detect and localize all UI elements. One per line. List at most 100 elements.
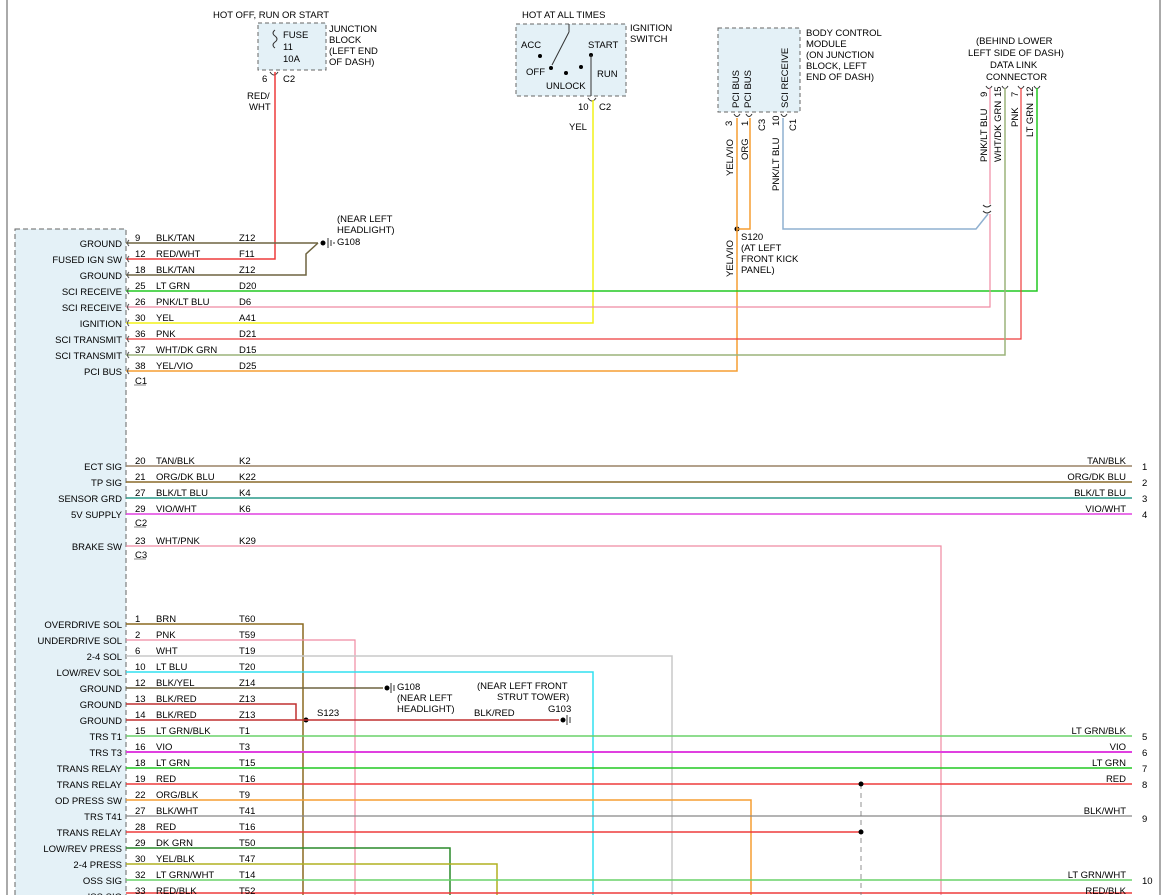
right-pin-number: 10 (1142, 876, 1153, 887)
ignition-pos-acc: ACC (521, 40, 541, 51)
pin-number: 22 (135, 790, 146, 801)
pin-label: TRS T41 (84, 812, 122, 823)
junction-block: HOT OFF, RUN OR START FUSE 11 10A JUNCTI… (213, 10, 378, 113)
g108-bot-note-1: (NEAR LEFT (397, 693, 453, 704)
circuit-code: T50 (239, 838, 255, 849)
wire-color-code: BLK/RED (156, 694, 197, 705)
right-wire-color: ORG/DK BLU (1067, 472, 1126, 483)
circuit-code: K6 (239, 504, 251, 515)
right-pin-number: 3 (1142, 494, 1147, 505)
junction-block-title-3: (LEFT END (329, 46, 378, 57)
bcm-wire-org: ORG (740, 138, 751, 160)
circuit-code: Z14 (239, 678, 255, 689)
pin-number: 15 (135, 726, 146, 737)
ground-g108-bottom: G108 (NEAR LEFT HEADLIGHT) (384, 682, 455, 715)
connector-c2-label: C2 (135, 518, 147, 529)
wire-color-code: LT BLU (156, 662, 187, 673)
dlc-inline-connector-icon (982, 204, 992, 214)
circuit-code: D20 (239, 281, 256, 292)
right-wire-color: RED/BLK (1085, 886, 1126, 895)
pin-label: IGNITION (80, 319, 122, 330)
pin-cup-icon (127, 255, 130, 263)
pin-number: 18 (135, 758, 146, 769)
wire-color-code: LT GRN (156, 758, 190, 769)
right-pin-number: 8 (1142, 780, 1147, 791)
ignition-pos-start: START (588, 40, 618, 51)
g108-top-dot (320, 240, 326, 246)
fuse-rating: 10A (283, 54, 301, 65)
bcm-label-pci-1: PCI BUS (731, 70, 742, 108)
wire-color-code: RED (156, 774, 176, 785)
wire-low-rev-sol (126, 671, 594, 895)
module-box (14, 228, 127, 895)
pin-number: 12 (135, 678, 146, 689)
circuit-code: D21 (239, 329, 256, 340)
right-pin-number: 4 (1142, 510, 1147, 521)
pin-number: 28 (135, 822, 146, 833)
ignition-contact-run (579, 65, 583, 69)
ignition-connector-icon (587, 97, 597, 102)
pin-number: 13 (135, 694, 146, 705)
right-pin-number: 5 (1142, 732, 1147, 743)
circuit-code: F11 (239, 249, 255, 260)
s120-wire-yel-vio: YEL/VIO (725, 240, 736, 277)
wire-2-4-sol (126, 655, 673, 895)
ignition-contact-acc (538, 54, 542, 58)
circuit-code: T14 (239, 870, 255, 881)
splice-dot (858, 829, 864, 835)
right-wire-color: TAN/BLK (1087, 456, 1127, 467)
fuse-icon (272, 29, 278, 49)
dlc-pin-7: 7 (1010, 92, 1021, 97)
dlc-wire-pnk: PNK (1010, 107, 1021, 127)
wire-color-code: LT GRN/WHT (156, 870, 214, 881)
wire-color-code: VIO/WHT (156, 504, 197, 515)
wire-bcm-sci (782, 118, 989, 230)
circuit-code: T16 (239, 774, 255, 785)
pin-number: 10 (135, 662, 146, 673)
junction-block-title-1: JUNCTION (329, 24, 377, 35)
ground-icon (390, 683, 395, 693)
circuit-code: A41 (239, 313, 256, 324)
dlc-title-2: LEFT SIDE OF DASH) (968, 48, 1064, 59)
pin-label: BRAKE SW (72, 542, 122, 553)
pin-label: TP SIG (91, 478, 122, 489)
splice-dot (858, 781, 864, 787)
pin-number: 21 (135, 472, 146, 483)
circuit-code: T20 (239, 662, 255, 673)
wire-color-code: DK GRN (156, 838, 193, 849)
dlc-wire-wht-dk-grn: WHT/DK GRN (993, 101, 1004, 162)
ignition-conn: C2 (599, 102, 611, 113)
circuit-code: Z12 (239, 233, 255, 244)
junction-block-header: HOT OFF, RUN OR START (213, 10, 329, 21)
pin-cup-icon (127, 287, 130, 295)
right-wire-color: LT GRN (1092, 758, 1126, 769)
circuit-code: T47 (239, 854, 255, 865)
circuit-code: T9 (239, 790, 250, 801)
wire-color-code: YEL/VIO (156, 361, 193, 372)
pin-label: TRS T1 (89, 732, 122, 743)
pin-label: GROUND (80, 271, 122, 282)
pin-label: GROUND (80, 700, 122, 711)
pin-label: PCI BUS (84, 367, 122, 378)
pin-label: UNDERDRIVE SOL (38, 636, 122, 647)
wire-brake-sw (126, 545, 942, 895)
pin-number: 36 (135, 329, 146, 340)
pin-number: 16 (135, 742, 146, 753)
junction-block-title-4: OF DASH) (329, 57, 374, 68)
pin-label: TRANS RELAY (57, 780, 123, 791)
dlc-pin-12: 12 (1025, 86, 1036, 97)
circuit-code: K2 (239, 456, 251, 467)
bcm-pin-10: 10 (771, 115, 782, 126)
wire-color-code: BLK/TAN (156, 265, 195, 276)
circuit-code: Z12 (239, 265, 255, 276)
circuit-code: Z13 (239, 710, 255, 721)
s120-desc-1: (AT LEFT (741, 243, 781, 254)
ignition-title-1: IGNITION (630, 23, 672, 34)
pin-cup-icon (127, 239, 130, 247)
wire-color-code: BLK/WHT (156, 806, 198, 817)
wire-color-code: PNK (156, 630, 176, 641)
pin-label: OD PRESS SW (55, 796, 122, 807)
pin-number: 33 (135, 886, 146, 895)
ground-icon (566, 715, 571, 725)
